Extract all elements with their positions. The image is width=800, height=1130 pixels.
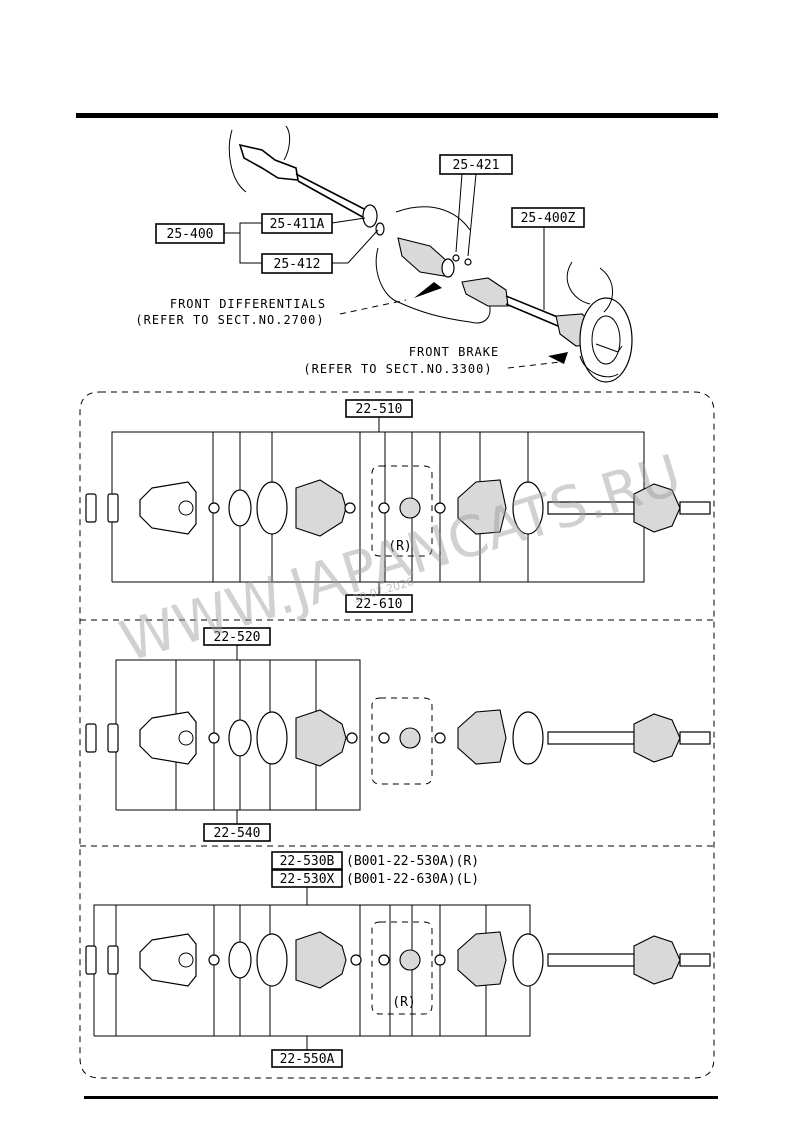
label-row2-bottom: 22-540 [214, 826, 261, 841]
watermark-text: WWW.JAPANCATS.RU [113, 443, 689, 675]
overview-illustration [228, 125, 633, 383]
label-assembly: 25-400 [167, 227, 214, 242]
overview-labels: 25-400 25-411A 25-412 25-421 25-400Z FRO… [135, 154, 585, 376]
label-row1-top: 22-510 [356, 402, 403, 417]
bottom-rule [84, 1096, 718, 1099]
row3-note-a: (B001-22-530A)(R) [346, 854, 479, 869]
note-diff-line1: FRONT DIFFERENTIALS [170, 297, 326, 311]
row3-note-b: (B001-22-630A)(L) [346, 872, 479, 887]
label-joint-inner: 25-412 [274, 257, 321, 272]
row1-right-mark: (R) [388, 539, 411, 554]
row-3: 22-530B 22-530X (B001-22-530A)(R) (B001-… [85, 851, 711, 1068]
row-1: 22-510 22-610 (R) [85, 399, 711, 613]
label-row3-top-a: 22-530B [280, 854, 335, 869]
top-rule [76, 113, 718, 118]
row-2: 22-520 22-540 [85, 627, 711, 842]
row3-right-mark: (R) [392, 995, 415, 1010]
note-brake-line2: (REFER TO SECT.NO.3300) [303, 362, 492, 376]
label-seal: 25-421 [453, 158, 500, 173]
label-row3-top-b: 22-530X [280, 872, 335, 887]
note-diff-line2: (REFER TO SECT.NO.2700) [135, 313, 324, 327]
label-shaft-right: 25-400Z [521, 211, 576, 226]
label-row3-bottom: 22-550A [280, 1052, 335, 1067]
label-row1-bottom: 22-610 [356, 597, 403, 612]
label-row2-top: 22-520 [214, 630, 261, 645]
note-brake-line1: FRONT BRAKE [409, 345, 499, 359]
label-joint-outer: 25-411A [270, 217, 325, 232]
